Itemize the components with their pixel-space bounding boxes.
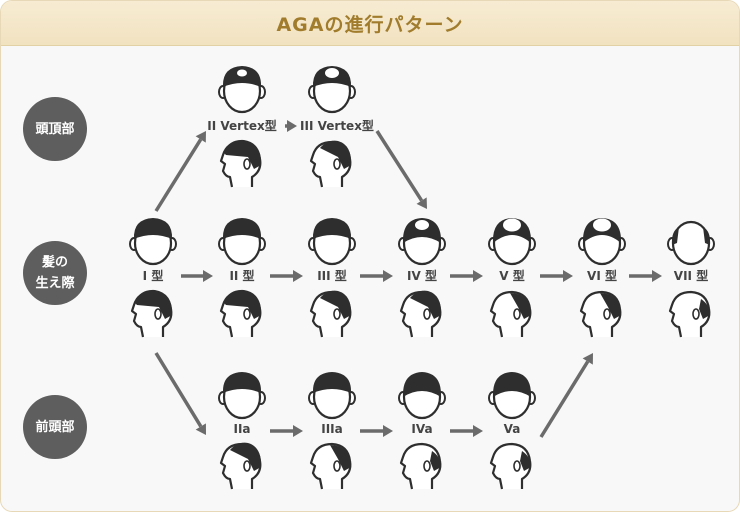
head-side-type-3 bbox=[309, 290, 352, 338]
arrow-main-4-head bbox=[473, 270, 483, 282]
head-front-type-5 bbox=[488, 218, 536, 266]
arrow-front-2-head bbox=[383, 425, 393, 437]
arrow-vertex-to-iv bbox=[375, 130, 424, 202]
head-side-type-7 bbox=[668, 290, 711, 338]
label-type-7: VII 型 bbox=[673, 269, 709, 283]
label-ii-vertex: II Vertex型 bbox=[207, 119, 277, 133]
arrow-front-to-vi bbox=[539, 360, 590, 438]
label-type-5: V 型 bbox=[499, 269, 525, 283]
title-bar: AGAの進行パターン bbox=[1, 1, 739, 46]
arrow-to-front-head bbox=[195, 423, 206, 435]
label-type-3: III 型 bbox=[317, 269, 347, 283]
arrow-front-to-vi-head bbox=[582, 353, 593, 365]
label-type-3a: IIIa bbox=[321, 422, 343, 436]
head-front-type-4 bbox=[398, 218, 446, 266]
head-front-ii-vertex bbox=[218, 66, 266, 114]
head-side-type-2a bbox=[219, 442, 262, 490]
head-front-type-1 bbox=[129, 218, 177, 266]
row-label-front: 前頭部 bbox=[23, 395, 87, 459]
head-front-type-7 bbox=[667, 220, 715, 266]
head-side-type-5 bbox=[489, 290, 532, 338]
head-side-type-3a bbox=[309, 442, 352, 490]
head-front-type-6 bbox=[578, 218, 626, 266]
arrow-to-vertex-head bbox=[195, 131, 206, 143]
head-side-type-2 bbox=[219, 289, 262, 338]
head-side-type-6 bbox=[579, 290, 622, 338]
row-label-hairline: 髪の 生え際 bbox=[23, 241, 87, 305]
arrow-front-3-head bbox=[473, 425, 483, 437]
arrow-main-6-head bbox=[652, 270, 662, 282]
arrow-vertex-head bbox=[287, 120, 297, 132]
label-type-1: I 型 bbox=[142, 269, 164, 283]
label-type-2a: IIa bbox=[233, 422, 251, 436]
head-side-type-5a bbox=[489, 442, 532, 490]
head-front-type-2 bbox=[218, 218, 266, 266]
head-side-ii-vertex bbox=[219, 139, 262, 188]
label-type-4a: IVa bbox=[411, 422, 433, 436]
head-front-type-3a bbox=[308, 372, 356, 420]
arrow-front-1-head bbox=[293, 425, 303, 437]
label-type-2: II 型 bbox=[229, 269, 255, 283]
head-front-iii-vertex bbox=[308, 66, 356, 114]
row-label-crown: 頭頂部 bbox=[23, 97, 87, 161]
head-front-type-2a bbox=[218, 372, 266, 420]
head-side-type-4a bbox=[399, 442, 442, 490]
label-iii-vertex: III Vertex型 bbox=[300, 119, 374, 133]
head-side-type-4 bbox=[399, 290, 442, 338]
arrow-to-front bbox=[154, 352, 203, 428]
arrow-to-vertex bbox=[154, 138, 203, 212]
head-front-type-5a bbox=[488, 372, 536, 420]
arrow-vertex-to-iv-head bbox=[416, 197, 427, 209]
label-type-6: VI 型 bbox=[587, 269, 617, 283]
diagram-title: AGAの進行パターン bbox=[276, 13, 464, 36]
label-type-4: IV 型 bbox=[407, 269, 437, 283]
arrow-main-2-head bbox=[293, 270, 303, 282]
label-type-5a: Va bbox=[503, 422, 521, 436]
head-front-type-3 bbox=[308, 218, 356, 266]
arrow-main-1-head bbox=[203, 270, 213, 282]
arrow-main-5-head bbox=[563, 270, 573, 282]
arrow-main-3-head bbox=[383, 270, 393, 282]
head-front-type-4a bbox=[398, 372, 446, 420]
head-side-type-1 bbox=[130, 289, 173, 338]
head-side-iii-vertex bbox=[309, 140, 352, 188]
